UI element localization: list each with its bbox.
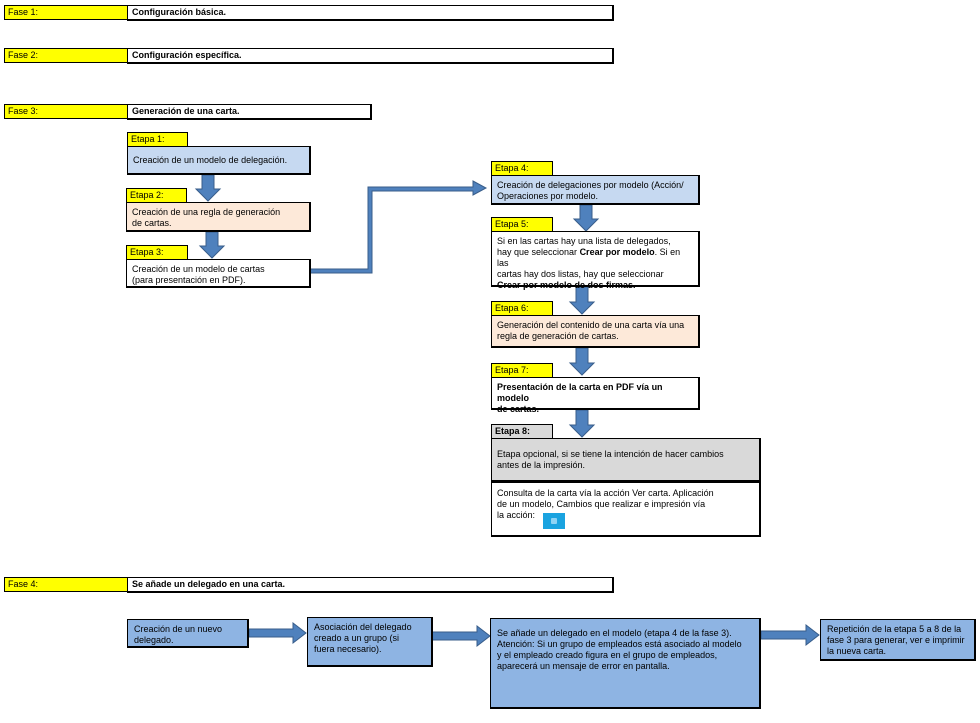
stage-2-box: Creación de una regla de generación de c… bbox=[126, 202, 311, 232]
phase-2-title: Configuración específica. bbox=[127, 48, 614, 64]
arrow-p4-3 bbox=[760, 623, 820, 647]
stage-7-line-1: Presentación de la carta en PDF vía un m… bbox=[497, 382, 663, 403]
stage-1-text: Creación de un modelo de delegación. bbox=[133, 155, 288, 165]
stage-5-line-1: Si en las cartas hay una lista de delega… bbox=[497, 236, 671, 246]
phase4-box-new-delegate: Creación de un nuevo delegado. bbox=[127, 619, 249, 648]
phase-4-label: Fase 4: bbox=[4, 577, 127, 592]
stage-7-line-2: de cartas. bbox=[497, 404, 540, 414]
print-action-icon bbox=[543, 513, 565, 529]
stage-3-box: Creación de un modelo de cartas (para pr… bbox=[126, 259, 311, 288]
arrow-e6-e7 bbox=[568, 347, 596, 376]
arrow-e4-e5 bbox=[572, 204, 600, 232]
stage-5-label: Etapa 5: bbox=[491, 217, 553, 232]
stage-3-line-1: Creación de un modelo de cartas bbox=[132, 264, 265, 274]
stage-4-line-2: Operaciones por modelo. bbox=[497, 191, 599, 201]
stage-2-line-1: Creación de una regla de generación bbox=[132, 207, 281, 217]
phase-4-title: Se añade un delegado en una carta. bbox=[127, 577, 614, 593]
stage-2-line-2: de cartas. bbox=[132, 218, 172, 228]
stage-5-line-4: Crear por modelo de dos firmas. bbox=[497, 280, 636, 290]
stage-4-line-1: Creación de delegaciones por modelo (Acc… bbox=[497, 180, 684, 190]
arrow-e1-e2 bbox=[194, 174, 222, 202]
phase-3-label: Fase 3: bbox=[4, 104, 127, 119]
phase4-box-2-line-1: Asociación del delegado bbox=[314, 622, 412, 632]
arrow-e5-e6 bbox=[568, 286, 596, 315]
stage-8-label: Etapa 8: bbox=[491, 424, 553, 439]
stage-6-box: Generación del contenido de una carta ví… bbox=[491, 315, 700, 348]
stage-6-line-2: regla de generación de cartas. bbox=[497, 331, 619, 341]
stage-5-line-3: cartas hay dos listas, hay que seleccion… bbox=[497, 269, 664, 279]
arrow-p4-2 bbox=[431, 624, 491, 648]
stage-8-opt-line-1: Etapa opcional, si se tiene la intención… bbox=[497, 449, 724, 459]
phase4-box-1-line-2: delegado. bbox=[134, 635, 174, 645]
arrow-p4-1 bbox=[248, 621, 307, 645]
phase4-box-2-line-3: fuera necesario). bbox=[314, 644, 382, 654]
stage-8-opt-line-2: antes de la impresión. bbox=[497, 460, 586, 470]
arrow-e2-e3 bbox=[198, 231, 226, 259]
phase4-box-repeat-stages: Repetición de la etapa 5 a 8 de la fase … bbox=[820, 619, 976, 661]
stage-1-label: Etapa 1: bbox=[127, 132, 188, 147]
stage-5-box: Si en las cartas hay una lista de delega… bbox=[491, 231, 700, 290]
stage-8-consult-box: Consulta de la carta vía la acción Ver c… bbox=[491, 482, 761, 537]
phase4-box-4-line-2: fase 3 para generar, ver e imprimir bbox=[827, 635, 965, 645]
stage-8-c-line-2: de un modelo, Cambios que realizar e imp… bbox=[497, 499, 706, 509]
stage-6-line-1: Generación del contenido de una carta ví… bbox=[497, 320, 685, 330]
phase4-box-3-line-3: y el empleado creado figura en el grupo … bbox=[497, 650, 718, 660]
stage-1-box: Creación de un modelo de delegación. bbox=[127, 146, 311, 175]
stage-7-label: Etapa 7: bbox=[491, 363, 553, 378]
phase-1-title: Configuración básica. bbox=[127, 5, 614, 21]
phase4-box-3-line-4: aparecerá un mensaje de error en pantall… bbox=[497, 661, 670, 671]
stage-8-c-line-3: la acción: bbox=[497, 510, 536, 520]
phase-1-label: Fase 1: bbox=[4, 5, 127, 20]
stage-7-box: Presentación de la carta en PDF vía un m… bbox=[491, 377, 700, 414]
stage-6-label: Etapa 6: bbox=[491, 301, 553, 316]
stage-2-label: Etapa 2: bbox=[126, 188, 187, 203]
phase4-box-3-line-1: Se añade un delegado en el modelo (etapa… bbox=[497, 628, 732, 638]
stage-8-optional-box: Etapa opcional, si se tiene la intención… bbox=[491, 438, 761, 482]
arrow-e7-e8 bbox=[568, 409, 596, 438]
stage-3-label: Etapa 3: bbox=[126, 245, 188, 260]
phase4-box-4-line-1: Repetición de la etapa 5 a 8 de la bbox=[827, 624, 962, 634]
phase4-box-4-line-3: la nueva carta. bbox=[827, 646, 887, 656]
phase4-box-add-delegate-model: Se añade un delegado en el modelo (etapa… bbox=[490, 618, 761, 709]
phase4-box-2-line-2: creado a un grupo (si bbox=[314, 633, 400, 643]
stage-4-label: Etapa 4: bbox=[491, 161, 553, 176]
stage-5-line-2: hay que seleccionar Crear por modelo. Si… bbox=[497, 247, 681, 268]
phase4-box-3-line-2: Atención: Si un grupo de empleados está … bbox=[497, 639, 742, 649]
phase-2-label: Fase 2: bbox=[4, 48, 127, 63]
stage-3-line-2: (para presentación en PDF). bbox=[132, 275, 246, 285]
phase-3-title: Generación de una carta. bbox=[127, 104, 372, 120]
phase4-box-1-line-1: Creación de un nuevo bbox=[134, 624, 223, 634]
arrow-e3-e4 bbox=[309, 180, 488, 274]
stage-4-box: Creación de delegaciones por modelo (Acc… bbox=[491, 175, 700, 205]
stage-8-c-line-1: Consulta de la carta vía la acción Ver c… bbox=[497, 488, 714, 498]
phase4-box-associate-group: Asociación del delegado creado a un grup… bbox=[307, 617, 433, 667]
